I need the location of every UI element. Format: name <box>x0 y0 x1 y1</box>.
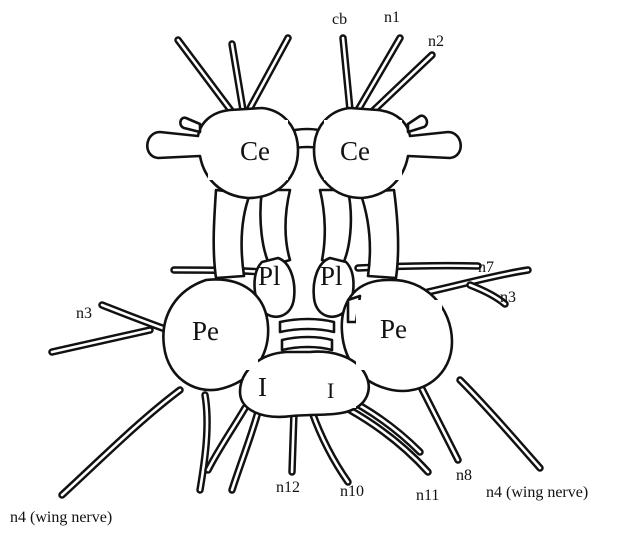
left-ce-pl-connective <box>260 190 290 266</box>
pedal-commissure-upper <box>280 319 334 332</box>
left-cerebral-tab <box>180 118 200 132</box>
label-n2: n2 <box>428 33 444 50</box>
label-pl-right: Pl <box>320 261 343 291</box>
label-n12: n12 <box>276 479 300 496</box>
left-ce-pe-connective <box>214 190 250 278</box>
label-n1: n1 <box>384 9 400 26</box>
nerve-n11 <box>350 410 428 472</box>
label-n4-left: n4 (wing nerve) <box>10 509 112 526</box>
right-ce-pl-connective <box>320 190 351 266</box>
label-i-right: I <box>327 378 334 403</box>
nerve-n10 <box>312 412 348 482</box>
label-ce-left: Ce <box>240 136 270 166</box>
label-n7: n7 <box>478 259 494 276</box>
label-n10: n10 <box>340 483 364 500</box>
label-i-left: I <box>258 372 267 402</box>
label-n11: n11 <box>416 487 439 504</box>
right-cerebral-tab <box>408 116 427 132</box>
nerve-trunks <box>52 38 540 495</box>
pedal-commissure-lower <box>282 337 332 350</box>
label-ce-right: Ce <box>340 136 370 166</box>
label-cb: cb <box>332 11 347 28</box>
label-n4-right: n4 (wing nerve) <box>486 484 588 501</box>
label-n8: n8 <box>456 467 472 484</box>
label-pe-right: Pe <box>380 314 407 344</box>
labels: Ce Ce Pl Pl Pe Pe I I cb n1 n2 n7 n3 n3 … <box>10 9 588 526</box>
label-n3-right: n3 <box>500 289 516 306</box>
label-n3-left: n3 <box>76 305 92 322</box>
label-pe-left: Pe <box>192 316 219 346</box>
label-pl-left: Pl <box>258 261 281 291</box>
